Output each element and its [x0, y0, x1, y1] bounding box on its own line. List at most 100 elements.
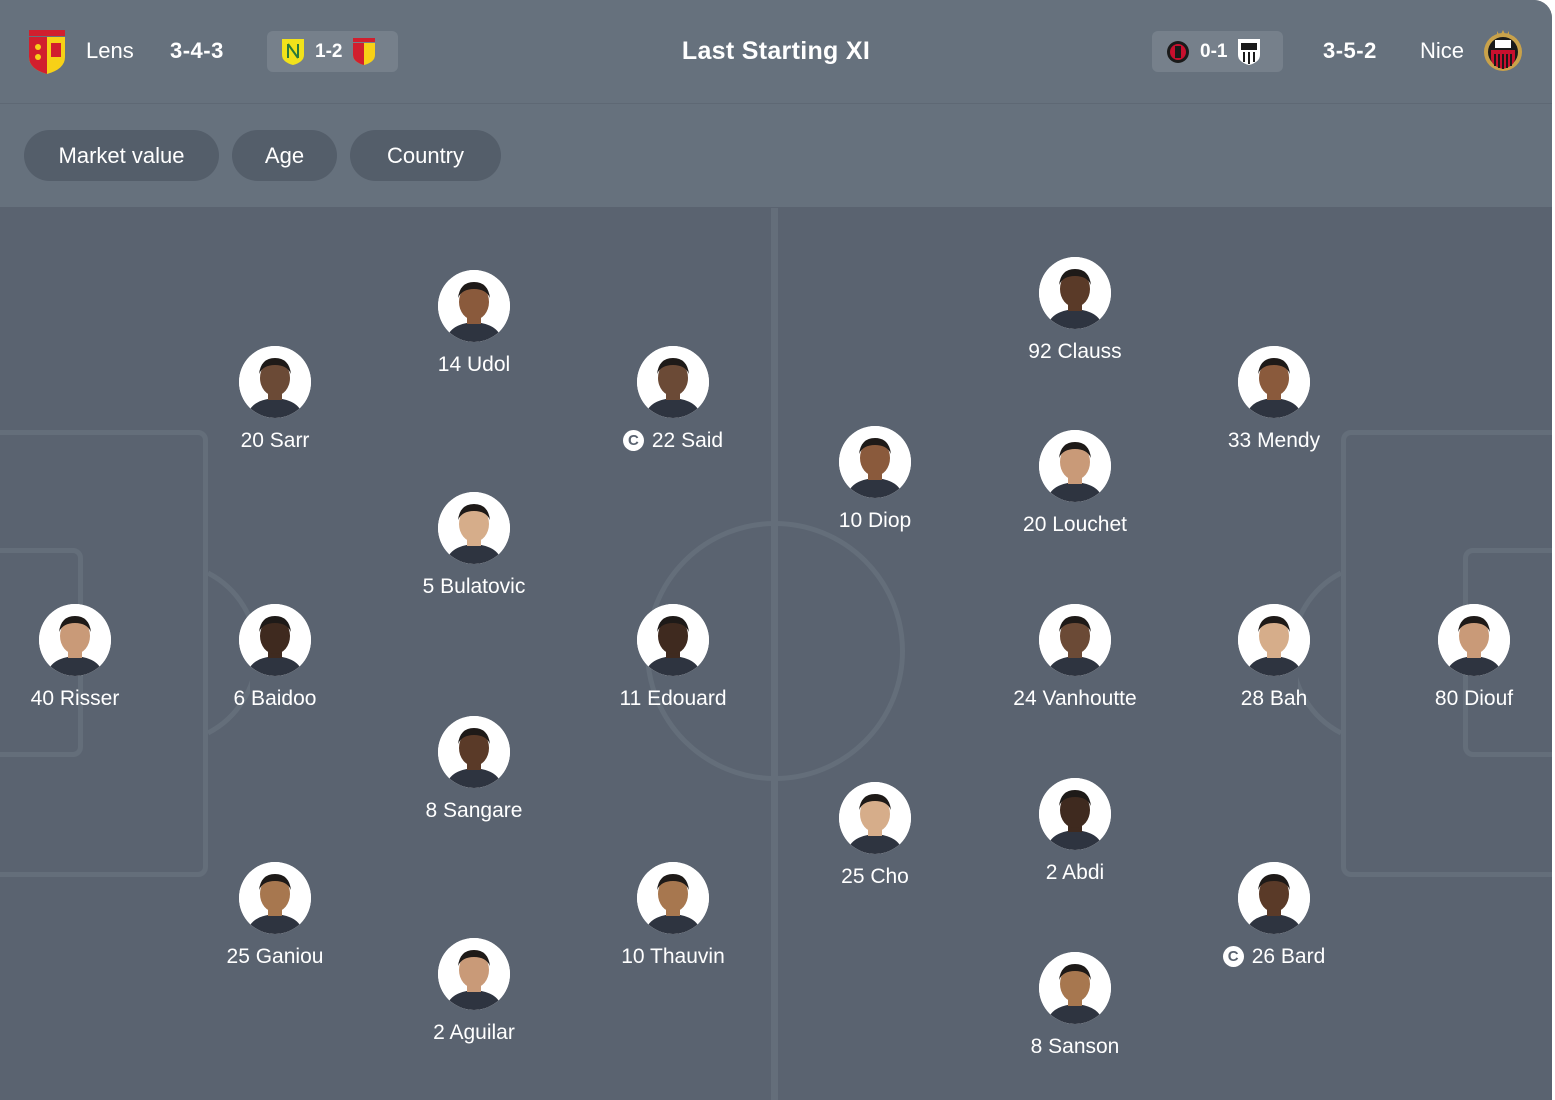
away-last-score: 0-1: [1200, 41, 1227, 63]
player-card[interactable]: 20 Sarr: [175, 346, 375, 454]
player-photo: [1238, 862, 1310, 934]
player-name: 20 Louchet: [975, 512, 1175, 538]
player-avatar: [39, 604, 111, 676]
player-name: C 26 Bard: [1174, 944, 1374, 970]
player-card[interactable]: 24 Vanhoutte: [975, 604, 1175, 712]
player-card[interactable]: 11 Edouard: [573, 604, 773, 712]
player-name: 40 Risser: [0, 686, 175, 712]
player-card[interactable]: 6 Baidoo: [175, 604, 375, 712]
player-card[interactable]: 40 Risser: [0, 604, 175, 712]
player-name: 80 Diouf: [1374, 686, 1552, 712]
age-filter-button[interactable]: Age: [232, 130, 337, 181]
player-avatar: [839, 426, 911, 498]
player-avatar: [1238, 604, 1310, 676]
player-avatar: [1039, 952, 1111, 1024]
player-avatar: [637, 604, 709, 676]
player-photo: [438, 938, 510, 1010]
player-avatar: [1238, 862, 1310, 934]
player-name: 14 Udol: [374, 352, 574, 378]
player-photo: [438, 716, 510, 788]
nice-crest-icon: [1166, 38, 1190, 66]
player-avatar: [637, 346, 709, 418]
player-avatar: [1039, 604, 1111, 676]
player-card[interactable]: 10 Diop: [775, 426, 975, 534]
player-card[interactable]: 8 Sangare: [374, 716, 574, 824]
player-avatar: [438, 938, 510, 1010]
player-card[interactable]: 25 Ganiou: [175, 862, 375, 970]
away-formation: 3-5-2: [1323, 38, 1377, 64]
player-label: 26 Bard: [1252, 945, 1326, 968]
player-avatar: [637, 862, 709, 934]
nice-crest-icon: [1483, 28, 1523, 74]
captain-icon: C: [1223, 946, 1244, 967]
player-name: 28 Bah: [1174, 686, 1374, 712]
market-value-filter-button[interactable]: Market value: [24, 130, 219, 181]
player-avatar: [1438, 604, 1510, 676]
player-card[interactable]: 80 Diouf: [1374, 604, 1552, 712]
player-card[interactable]: 2 Aguilar: [374, 938, 574, 1046]
player-name: C 22 Said: [573, 428, 773, 454]
player-name: 20 Sarr: [175, 428, 375, 454]
player-card[interactable]: 25 Cho: [775, 782, 975, 890]
player-card[interactable]: 10 Thauvin: [573, 862, 773, 970]
player-avatar: [239, 346, 311, 418]
page-title: Last Starting XI: [0, 35, 1552, 67]
player-photo: [438, 270, 510, 342]
player-card[interactable]: 92 Clauss: [975, 257, 1175, 365]
player-label: 22 Said: [652, 429, 723, 452]
player-name: 33 Mendy: [1174, 428, 1374, 454]
player-photo: [239, 862, 311, 934]
player-name: 25 Ganiou: [175, 944, 375, 970]
player-avatar: [1039, 257, 1111, 329]
player-name: 11 Edouard: [573, 686, 773, 712]
player-photo: [239, 346, 311, 418]
player-avatar: [1238, 346, 1310, 418]
player-card[interactable]: 20 Louchet: [975, 430, 1175, 538]
player-name: 6 Baidoo: [175, 686, 375, 712]
player-photo: [1438, 604, 1510, 676]
player-photo: [1039, 952, 1111, 1024]
player-name: 2 Abdi: [975, 860, 1175, 886]
player-name: 10 Diop: [775, 508, 975, 534]
player-name: 2 Aguilar: [374, 1020, 574, 1046]
player-photo: [239, 604, 311, 676]
player-avatar: [438, 716, 510, 788]
country-filter-button[interactable]: Country: [350, 130, 501, 181]
player-photo: [1039, 604, 1111, 676]
player-name: 24 Vanhoutte: [975, 686, 1175, 712]
captain-icon: C: [623, 430, 644, 451]
player-photo: [637, 604, 709, 676]
player-photo: [1039, 257, 1111, 329]
player-card[interactable]: 5 Bulatovic: [374, 492, 574, 600]
player-card[interactable]: 8 Sanson: [975, 952, 1175, 1060]
player-card[interactable]: C 26 Bard: [1174, 862, 1374, 970]
player-photo: [839, 782, 911, 854]
player-photo: [39, 604, 111, 676]
player-name: 8 Sangare: [374, 798, 574, 824]
player-photo: [1039, 430, 1111, 502]
player-photo: [1039, 778, 1111, 850]
player-photo: [438, 492, 510, 564]
player-avatar: [239, 604, 311, 676]
player-card[interactable]: 2 Abdi: [975, 778, 1175, 886]
away-team-name[interactable]: Nice: [1420, 38, 1464, 64]
player-avatar: [239, 862, 311, 934]
player-card[interactable]: 28 Bah: [1174, 604, 1374, 712]
player-photo: [637, 346, 709, 418]
player-name: 10 Thauvin: [573, 944, 773, 970]
player-card[interactable]: C 22 Said: [573, 346, 773, 454]
player-avatar: [438, 270, 510, 342]
player-name: 25 Cho: [775, 864, 975, 890]
player-card[interactable]: 14 Udol: [374, 270, 574, 378]
player-name: 5 Bulatovic: [374, 574, 574, 600]
player-photo: [839, 426, 911, 498]
player-name: 92 Clauss: [975, 339, 1175, 365]
player-photo: [1238, 604, 1310, 676]
player-card[interactable]: 33 Mendy: [1174, 346, 1374, 454]
player-photo: [637, 862, 709, 934]
player-avatar: [1039, 430, 1111, 502]
angers-crest-icon: [1237, 38, 1261, 66]
away-last-result[interactable]: 0-1: [1152, 31, 1283, 72]
player-avatar: [438, 492, 510, 564]
